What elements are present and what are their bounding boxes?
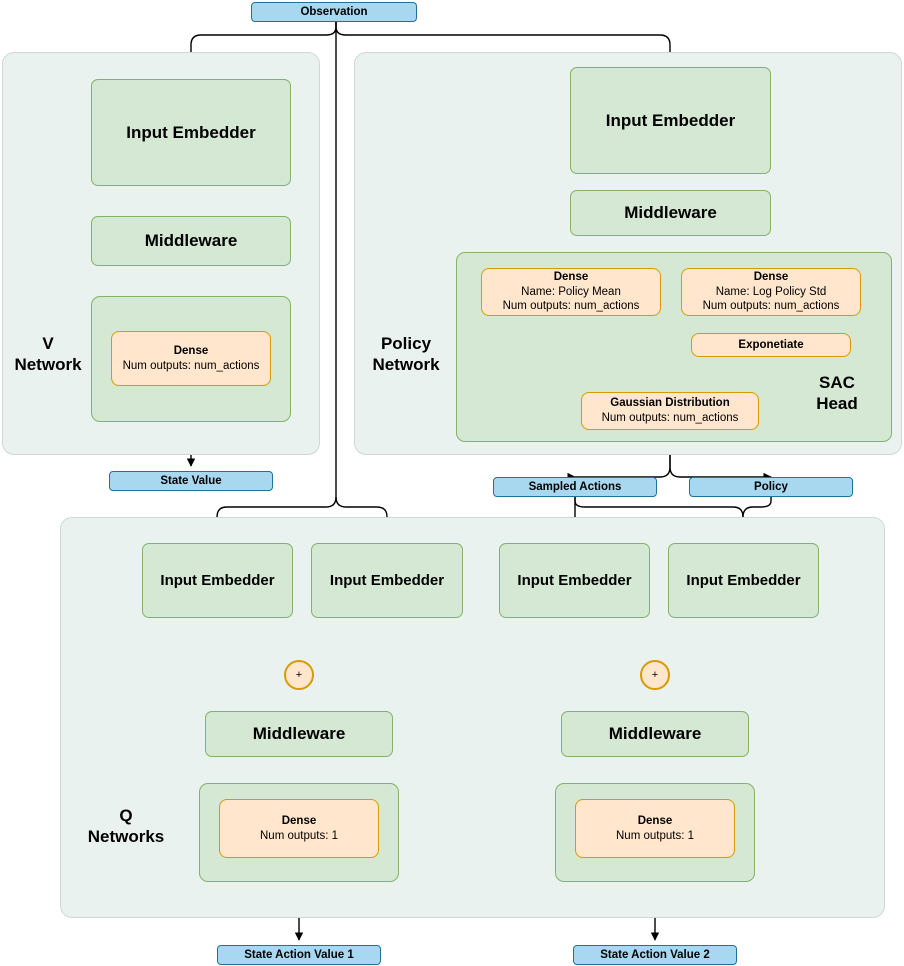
q1-input-embedder-b[interactable]: Input Embedder [311,543,463,618]
policy-dense-logstd-title: Dense [753,270,789,283]
q2-dense[interactable]: Dense Num outputs: 1 [575,799,735,858]
v-middleware-label: Middleware [144,231,238,250]
q2-add-label: + [651,668,659,681]
q1-input-embedder-a[interactable]: Input Embedder [142,543,293,618]
group-sac-head-label: SAC Head [816,373,858,414]
v-dense-outputs: Num outputs: num_actions [122,359,260,372]
group-v-network-label: V Network [14,334,82,375]
policy-gaussian-title: Gaussian Distribution [610,397,730,410]
v-dense-title: Dense [173,344,209,357]
q2-middleware-label: Middleware [608,724,702,743]
policy-dense-logstd-outputs: Num outputs: num_actions [702,300,840,313]
q1-dense-outputs: Num outputs: 1 [260,829,338,842]
q1-middleware[interactable]: Middleware [205,711,393,757]
policy-dense-logstd[interactable]: Dense Name: Log Policy Std Num outputs: … [681,268,861,316]
io-state-value[interactable]: State Value [109,471,273,491]
io-state-action-value-1[interactable]: State Action Value 1 [217,945,381,965]
policy-dense-mean[interactable]: Dense Name: Policy Mean Num outputs: num… [481,268,661,316]
v-input-embedder[interactable]: Input Embedder [91,79,291,186]
policy-input-embedder-label: Input Embedder [605,110,736,130]
policy-dense-logstd-name: Name: Log Policy Std [715,285,827,298]
io-state-action-value-2[interactable]: State Action Value 2 [573,945,737,965]
q1-middleware-label: Middleware [252,724,346,743]
io-state-action-value-1-label: State Action Value 1 [244,949,354,961]
q2-dense-outputs: Num outputs: 1 [616,829,694,842]
io-state-action-value-2-label: State Action Value 2 [600,949,710,961]
q2-middleware[interactable]: Middleware [561,711,749,757]
policy-exponetiate-label: Exponetiate [738,338,804,351]
q1-add-node[interactable]: + [284,660,314,690]
v-middleware[interactable]: Middleware [91,216,291,266]
io-sampled-actions[interactable]: Sampled Actions [493,477,657,497]
policy-gaussian-outputs: Num outputs: num_actions [601,412,739,424]
q1-add-label: + [295,668,303,681]
io-observation[interactable]: Observation [251,2,417,22]
policy-middleware-label: Middleware [624,203,717,222]
v-input-embedder-label: Input Embedder [126,122,256,142]
policy-input-embedder[interactable]: Input Embedder [570,67,771,174]
policy-gaussian-distribution[interactable]: Gaussian Distribution Num outputs: num_a… [581,392,759,430]
group-q-networks-label: Q Networks [87,806,165,847]
q2-add-node[interactable]: + [640,660,670,690]
io-policy-label: Policy [754,481,788,493]
q1-dense[interactable]: Dense Num outputs: 1 [219,799,379,858]
io-state-value-label: State Value [160,475,222,487]
io-sampled-actions-label: Sampled Actions [528,481,622,493]
policy-exponetiate[interactable]: Exponetiate [691,333,851,357]
q1-input-embedder-b-label: Input Embedder [329,572,445,589]
policy-dense-mean-outputs: Num outputs: num_actions [502,300,640,313]
v-dense[interactable]: Dense Num outputs: num_actions [111,331,271,386]
policy-middleware[interactable]: Middleware [570,190,771,236]
q2-input-embedder-a-label: Input Embedder [517,572,632,589]
q1-input-embedder-a-label: Input Embedder [160,572,275,589]
q1-dense-title: Dense [281,814,317,827]
group-policy-network-label: Policy Network [372,334,440,375]
q2-input-embedder-b-label: Input Embedder [686,572,801,589]
policy-dense-mean-name: Name: Policy Mean [521,285,621,298]
io-policy[interactable]: Policy [689,477,853,497]
policy-dense-mean-title: Dense [553,270,589,283]
q2-input-embedder-b[interactable]: Input Embedder [668,543,819,618]
io-observation-label: Observation [300,6,368,18]
q2-dense-title: Dense [637,814,673,827]
q2-input-embedder-a[interactable]: Input Embedder [499,543,650,618]
